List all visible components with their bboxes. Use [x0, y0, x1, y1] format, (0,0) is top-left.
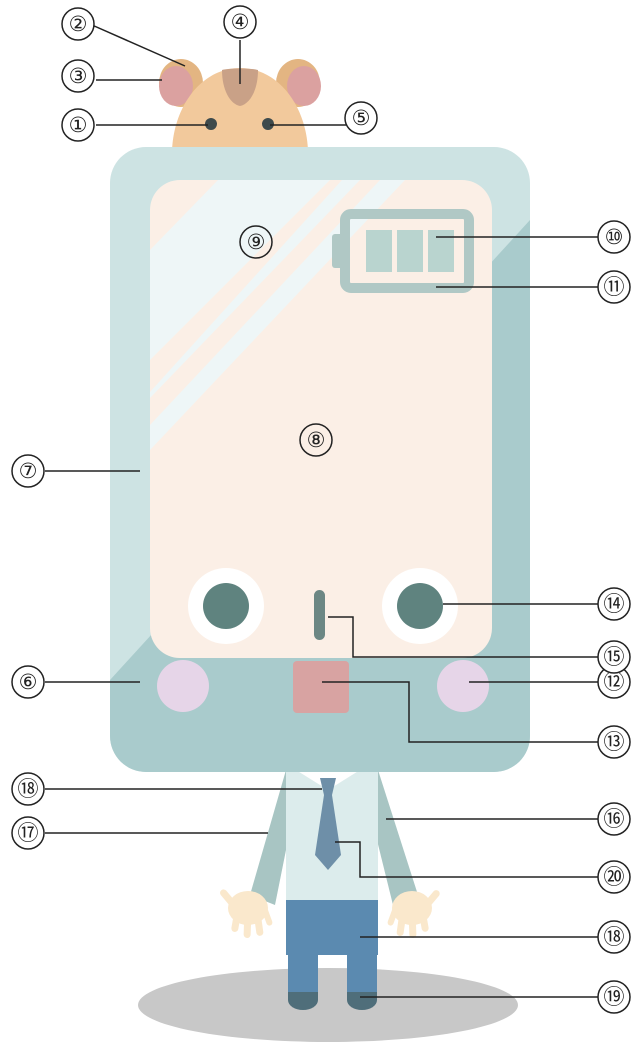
svg-text:⑮: ⑮ — [604, 645, 625, 669]
svg-text:⑲: ⑲ — [604, 985, 625, 1009]
svg-text:①: ① — [69, 113, 88, 137]
svg-text:⑬: ⑬ — [604, 730, 625, 754]
svg-text:⑦: ⑦ — [19, 459, 38, 483]
callout-12: ⑫ — [597, 665, 631, 699]
left-hand — [220, 889, 273, 939]
callout-9: ⑨ — [239, 225, 273, 259]
ground-shadow — [138, 968, 518, 1042]
left-button — [157, 660, 209, 712]
svg-text:⑨: ⑨ — [247, 230, 266, 254]
left-sleeve — [250, 770, 292, 905]
callout-labels: ① ② ③ ④ ⑤ ⑥ ⑦ ⑧ — [11, 5, 631, 1014]
leader-lines — [45, 24, 598, 998]
right-button — [437, 660, 489, 712]
svg-text:⑧: ⑧ — [307, 428, 326, 452]
callout-18-upper: ⑱ — [11, 772, 45, 806]
pants — [286, 895, 378, 1002]
callout-15: ⑮ — [597, 640, 631, 674]
callout-3: ③ — [61, 59, 95, 93]
callout-20: ⑳ — [597, 860, 631, 894]
svg-text:③: ③ — [69, 64, 88, 88]
callout-10: ⑩ — [597, 220, 631, 254]
callout-4: ④ — [223, 5, 257, 39]
callout-19: ⑲ — [597, 980, 631, 1014]
svg-text:⑰: ⑰ — [18, 821, 39, 845]
callout-5: ⑤ — [344, 101, 378, 135]
svg-text:⑳: ⑳ — [604, 865, 625, 889]
callout-17: ⑰ — [11, 816, 45, 850]
callout-11: ⑪ — [597, 270, 631, 304]
svg-text:⑱: ⑱ — [604, 925, 625, 949]
hamster-left-eye — [205, 118, 217, 130]
callout-1: ① — [61, 108, 95, 142]
left-speaker — [188, 568, 264, 644]
hamster-right-eye — [262, 118, 274, 130]
callout-13: ⑬ — [597, 725, 631, 759]
callout-6: ⑥ — [11, 665, 45, 699]
svg-text:⑪: ⑪ — [604, 275, 625, 299]
callout-7: ⑦ — [11, 454, 45, 488]
callout-2: ② — [61, 7, 95, 41]
center-button — [293, 661, 349, 713]
right-speaker — [382, 568, 458, 644]
svg-text:⑯: ⑯ — [604, 807, 625, 831]
svg-text:⑫: ⑫ — [604, 670, 625, 694]
svg-text:⑤: ⑤ — [352, 106, 371, 130]
callout-14: ⑭ — [597, 587, 631, 621]
necktie — [315, 778, 341, 870]
svg-text:②: ② — [69, 12, 88, 36]
right-hand — [387, 890, 440, 938]
svg-text:⑭: ⑭ — [604, 592, 625, 616]
battery-icon — [332, 209, 474, 293]
svg-text:⑩: ⑩ — [605, 225, 624, 249]
center-slot — [314, 590, 325, 640]
svg-text:⑥: ⑥ — [19, 670, 38, 694]
callout-18-lower: ⑱ — [597, 920, 631, 954]
hamster-head — [159, 59, 321, 160]
svg-text:④: ④ — [231, 10, 250, 34]
callout-16: ⑯ — [597, 802, 631, 836]
right-sleeve — [372, 770, 418, 905]
svg-text:⑱: ⑱ — [18, 777, 39, 801]
callout-8: ⑧ — [299, 423, 333, 457]
